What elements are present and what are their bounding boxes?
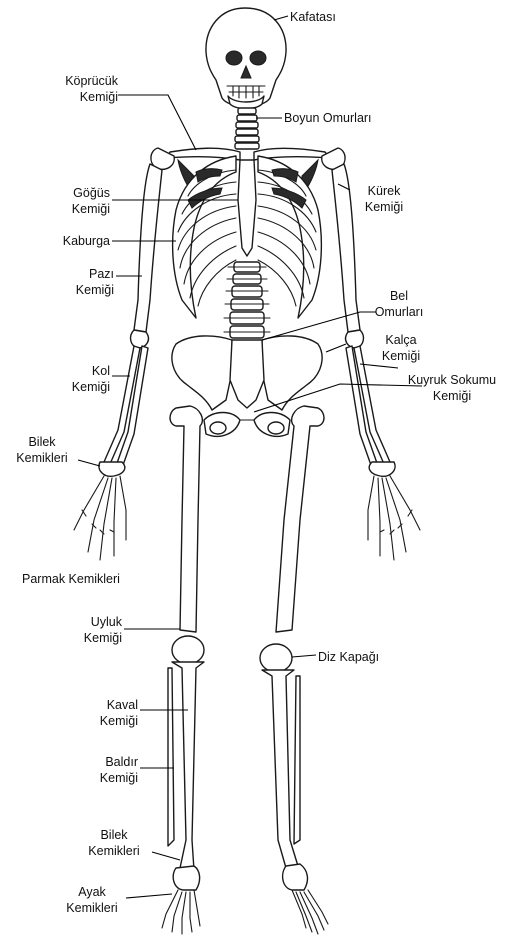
label-baldir-line2: Kemiği <box>60 770 138 786</box>
label-bel-line2: Omurları <box>368 304 430 320</box>
label-bel-omurlari: Bel Omurları <box>368 288 430 320</box>
label-parmak-kemikleri: Parmak Kemikleri <box>22 571 120 587</box>
label-kuyruk-line2: Kemiği <box>400 388 504 404</box>
label-kalca-kemigi: Kalça Kemiği <box>370 332 432 364</box>
lumbar-vertebrae <box>224 262 270 338</box>
label-diz-text: Diz Kapağı <box>318 649 379 665</box>
label-kol-line1: Kol <box>40 363 110 379</box>
label-pazi-line2: Kemiği <box>40 282 114 298</box>
right-leg <box>260 406 328 934</box>
label-uyluk-line1: Uyluk <box>40 614 122 630</box>
label-kurek-kemigi: Kürek Kemiği <box>352 183 416 215</box>
label-gogus-kemigi: Göğüs Kemiği <box>40 185 110 217</box>
label-boyun-omurlari: Boyun Omurları <box>284 110 372 126</box>
label-kafatasi-text: Kafatası <box>290 9 336 25</box>
label-kurek-line1: Kürek <box>352 183 416 199</box>
label-baldir-line1: Baldır <box>60 754 138 770</box>
label-kalca-line2: Kemiği <box>370 348 432 364</box>
label-bilek-el-line1: Bilek <box>2 434 82 450</box>
label-bilek-kemikleri-el: Bilek Kemikleri <box>2 434 82 466</box>
label-kalca-line1: Kalça <box>370 332 432 348</box>
label-parmak-text: Parmak Kemikleri <box>22 571 120 587</box>
label-kaval-line2: Kemiği <box>60 713 138 729</box>
cervical-vertebrae <box>235 108 259 149</box>
label-bilek-ayak-line2: Kemikleri <box>78 843 150 859</box>
label-kuyruk-line1: Kuyruk Sokumu <box>400 372 504 388</box>
label-bel-line1: Bel <box>368 288 430 304</box>
skull <box>206 8 286 109</box>
label-baldir-kemigi: Baldır Kemiği <box>60 754 138 786</box>
left-arm <box>74 164 162 560</box>
label-kol-kemigi: Kol Kemiği <box>40 363 110 395</box>
label-gogus-line2: Kemiği <box>40 201 110 217</box>
label-kaval-line1: Kaval <box>60 697 138 713</box>
label-kol-line2: Kemiği <box>40 379 110 395</box>
label-kopruculuk-line1: Köprücük <box>40 73 118 89</box>
label-pazi-kemigi: Pazı Kemiği <box>40 266 114 298</box>
label-ayak-line2: Kemikleri <box>58 900 126 916</box>
label-bilek-el-line2: Kemikleri <box>2 450 82 466</box>
label-bilek-ayak-line1: Bilek <box>78 827 150 843</box>
label-kopruculuk-kemigi: Köprücük Kemiği <box>40 73 118 105</box>
label-ayak-kemikleri: Ayak Kemikleri <box>58 884 126 916</box>
label-kuyruk-sokumu-kemigi: Kuyruk Sokumu Kemiği <box>400 372 504 404</box>
label-pazi-line1: Pazı <box>40 266 114 282</box>
label-bilek-kemikleri-ayak: Bilek Kemikleri <box>78 827 150 859</box>
label-kaburga: Kaburga <box>40 233 110 249</box>
label-kaburga-text: Kaburga <box>40 233 110 249</box>
label-kafatasi: Kafatası <box>290 9 336 25</box>
label-uyluk-kemigi: Uyluk Kemiği <box>40 614 122 646</box>
label-ayak-line1: Ayak <box>58 884 126 900</box>
left-leg <box>162 406 204 934</box>
label-kaval-kemigi: Kaval Kemiği <box>60 697 138 729</box>
label-kurek-line2: Kemiği <box>352 199 416 215</box>
label-diz-kapagi: Diz Kapağı <box>318 649 379 665</box>
label-gogus-line1: Göğüs <box>40 185 110 201</box>
label-kopruculuk-line2: Kemiği <box>40 89 118 105</box>
label-uyluk-line2: Kemiği <box>40 630 122 646</box>
label-boyun-omurlari-text: Boyun Omurları <box>284 110 372 126</box>
